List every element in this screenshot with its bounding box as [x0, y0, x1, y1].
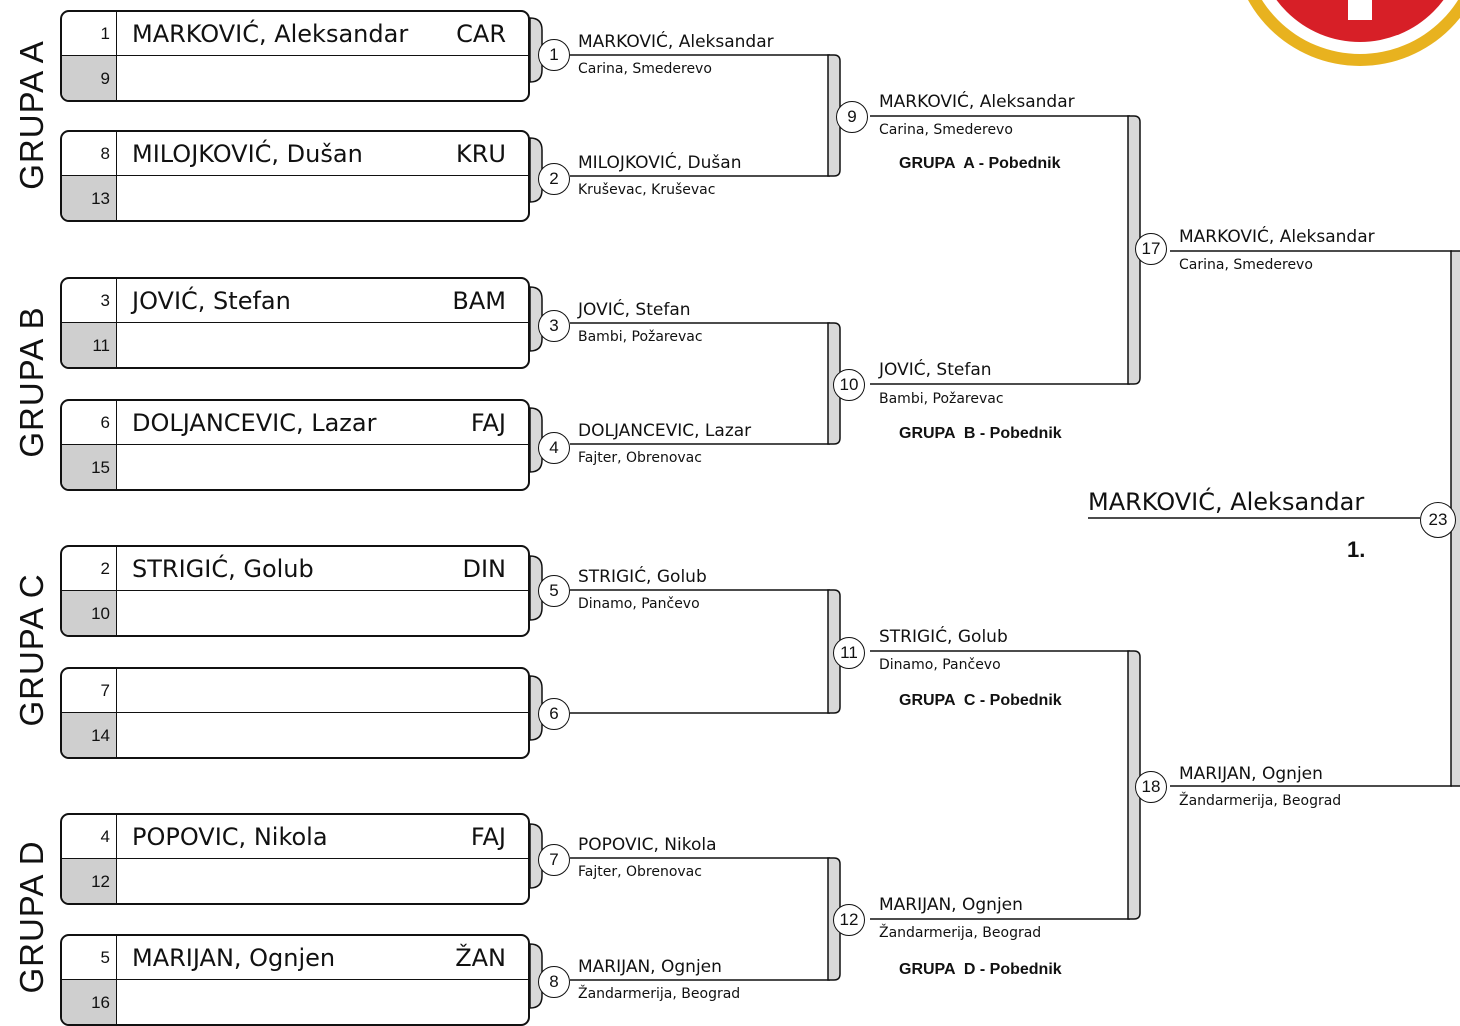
- match-18-winner-club: Žandarmerija, Beograd: [1179, 793, 1342, 809]
- match-1-winner-club: Carina, Smederevo: [578, 61, 712, 77]
- group-b-winner-label: GRUPA B - Pobednik: [899, 425, 1062, 442]
- match-9-winner-name: MARKOVIĆ, Aleksandar: [879, 92, 1075, 112]
- seed-number: 10: [62, 591, 117, 635]
- match-3-winner-club: Bambi, Požarevac: [578, 329, 703, 345]
- match-18-circle[interactable]: 18: [1135, 771, 1167, 803]
- match-10-circle[interactable]: 10: [833, 369, 865, 401]
- player-name: POPOVIC, Nikola: [132, 823, 328, 851]
- seed-number: 16: [62, 980, 117, 1024]
- match-7-winner-name: POPOVIC, Nikola: [578, 835, 717, 855]
- seed-number: 8: [62, 132, 117, 176]
- group-a-winner-label: GRUPA A - Pobednik: [899, 155, 1061, 172]
- group-c-winner-label: GRUPA C - Pobednik: [899, 692, 1062, 709]
- match-17-winner-name: MARKOVIĆ, Aleksandar: [1179, 227, 1375, 247]
- seed-number: 13: [62, 176, 117, 220]
- match-23-circle[interactable]: 23: [1420, 502, 1456, 538]
- match-8-winner-name: MARIJAN, Ognjen: [578, 957, 722, 977]
- group-d-winner-label: GRUPA D - Pobednik: [899, 961, 1062, 978]
- player-name: MILOJKOVIĆ, Dušan: [132, 140, 363, 168]
- player-name: MARIJAN, Ognjen: [132, 944, 336, 972]
- player-box-5[interactable]: 2 STRIGIĆ, Golub DIN 10: [60, 545, 530, 637]
- match-2-winner-club: Kruševac, Kruševac: [578, 182, 716, 198]
- player-club-code: CAR: [456, 20, 506, 48]
- seed-number: 1: [62, 12, 117, 56]
- player-box-1[interactable]: 1 MARKOVIĆ, Aleksandar CAR 9: [60, 10, 530, 102]
- player-club-code: ŽAN: [455, 944, 506, 972]
- match-17-winner-club: Carina, Smederevo: [1179, 257, 1313, 273]
- match-10-winner-name: JOVIĆ, Stefan: [879, 360, 992, 380]
- player-box-3[interactable]: 3 JOVIĆ, Stefan BAM 11: [60, 277, 530, 369]
- match-12-circle[interactable]: 12: [833, 904, 865, 936]
- player-club-code: KRU: [456, 140, 506, 168]
- match-1-circle[interactable]: 1: [538, 39, 570, 71]
- seed-number: 4: [62, 815, 117, 859]
- match-8-winner-club: Žandarmerija, Beograd: [578, 986, 741, 1002]
- federation-logo: [1248, 0, 1460, 66]
- match-18-winner-name: MARIJAN, Ognjen: [1179, 764, 1323, 784]
- seed-number: 5: [62, 936, 117, 980]
- player-name: JOVIĆ, Stefan: [132, 287, 291, 315]
- player-name: MARKOVIĆ, Aleksandar: [132, 20, 409, 48]
- match-5-winner-club: Dinamo, Pančevo: [578, 596, 700, 612]
- match-5-winner-name: STRIGIĆ, Golub: [578, 567, 707, 587]
- match-9-circle[interactable]: 9: [836, 101, 868, 133]
- match-6-circle[interactable]: 6: [538, 698, 570, 730]
- seed-number: 9: [62, 56, 117, 100]
- player-club-code: FAJ: [470, 823, 506, 851]
- match-2-circle[interactable]: 2: [538, 163, 570, 195]
- player-club-code: FAJ: [470, 409, 506, 437]
- first-place-label: 1.: [1347, 537, 1366, 562]
- player-box-2[interactable]: 8 MILOJKOVIĆ, Dušan KRU 13: [60, 130, 530, 222]
- match-7-circle[interactable]: 7: [538, 844, 570, 876]
- match-12-winner-name: MARIJAN, Ognjen: [879, 895, 1023, 915]
- player-box-4[interactable]: 6 DOLJANCEVIC, Lazar FAJ 15: [60, 399, 530, 491]
- match-10-winner-club: Bambi, Požarevac: [879, 391, 1004, 407]
- seed-number: 2: [62, 547, 117, 591]
- match-4-winner-club: Fajter, Obrenovac: [578, 450, 702, 466]
- seed-number: 14: [62, 713, 117, 757]
- seed-number: 12: [62, 859, 117, 903]
- match-17-circle[interactable]: 17: [1135, 233, 1167, 265]
- match-5-circle[interactable]: 5: [538, 575, 570, 607]
- champion-name: MARKOVIĆ, Aleksandar: [1088, 488, 1365, 516]
- match-11-winner-name: STRIGIĆ, Golub: [879, 627, 1008, 647]
- match-8-circle[interactable]: 8: [538, 966, 570, 998]
- player-club-code: DIN: [462, 555, 506, 583]
- match-11-circle[interactable]: 11: [833, 637, 865, 669]
- seed-number: 3: [62, 279, 117, 323]
- match-3-winner-name: JOVIĆ, Stefan: [578, 300, 691, 320]
- player-box-8[interactable]: 5 MARIJAN, Ognjen ŽAN 16: [60, 934, 530, 1026]
- seed-number: 6: [62, 401, 117, 445]
- seed-number: 11: [62, 323, 117, 367]
- match-4-circle[interactable]: 4: [538, 432, 570, 464]
- player-name: STRIGIĆ, Golub: [132, 555, 314, 583]
- match-2-winner-name: MILOJKOVIĆ, Dušan: [578, 153, 742, 173]
- match-4-winner-name: DOLJANCEVIC, Lazar: [578, 421, 752, 441]
- match-12-winner-club: Žandarmerija, Beograd: [879, 925, 1042, 941]
- match-1-winner-name: MARKOVIĆ, Aleksandar: [578, 32, 774, 52]
- match-3-circle[interactable]: 3: [538, 310, 570, 342]
- match-11-winner-club: Dinamo, Pančevo: [879, 657, 1001, 673]
- match-7-winner-club: Fajter, Obrenovac: [578, 864, 702, 880]
- seed-number: 15: [62, 445, 117, 489]
- player-box-7[interactable]: 4 POPOVIC, Nikola FAJ 12: [60, 813, 530, 905]
- player-name: DOLJANCEVIC, Lazar: [132, 409, 377, 437]
- match-9-winner-club: Carina, Smederevo: [879, 122, 1013, 138]
- player-club-code: BAM: [452, 287, 506, 315]
- player-box-6[interactable]: 7 14: [60, 667, 530, 759]
- seed-number: 7: [62, 669, 117, 713]
